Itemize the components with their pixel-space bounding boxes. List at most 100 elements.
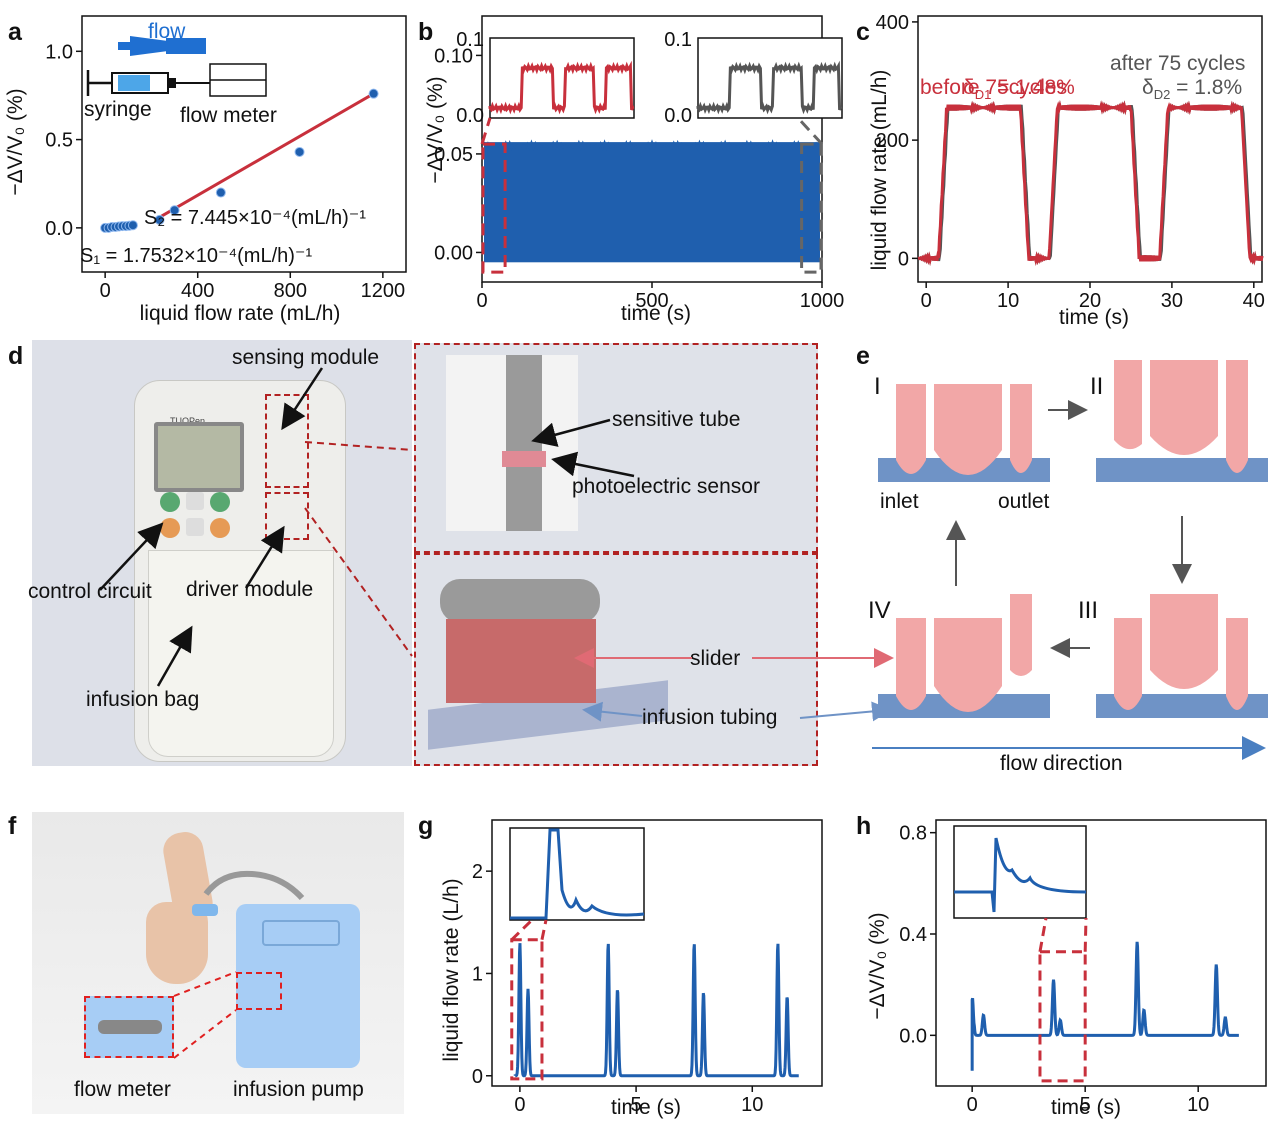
series-before — [917, 100, 1264, 266]
x-tick-label-c: 20 — [1079, 290, 1101, 312]
infusion-tubing-label: infusion tubing — [642, 706, 778, 729]
panel-label-e: e — [856, 342, 870, 370]
pump-shape — [236, 904, 360, 1068]
x-tick-label-g: 0 — [514, 1094, 525, 1116]
x-axis-label-h: time (s) — [1051, 1096, 1121, 1119]
x-tick-label-a: 1200 — [361, 280, 406, 302]
x-tick-label-c: 30 — [1161, 290, 1183, 312]
control-circuit-label: control circuit — [28, 580, 152, 603]
setup-photo — [32, 812, 404, 1114]
panel-f-lines — [173, 870, 305, 1059]
zoom-link-h1 — [1038, 917, 1048, 952]
y-tick-label-a: 0.5 — [45, 130, 73, 152]
y-tick-label-g: 2 — [472, 861, 483, 883]
inset-h-frame — [953, 825, 1087, 919]
panel-label-g: g — [418, 812, 434, 840]
y-tick-label-b: 0.05 — [434, 144, 473, 166]
series-after — [917, 100, 1264, 266]
signal-top-edge — [483, 139, 821, 151]
y-tick-label-a: 0.0 — [45, 218, 73, 240]
x-tick-label-b: 1000 — [800, 290, 845, 312]
inset-before-trace — [488, 60, 635, 115]
stage-3-label: III — [1078, 597, 1098, 624]
sensing-module-label: sensing module — [232, 346, 380, 369]
flow-direction-label: flow direction — [1000, 752, 1123, 775]
y-tick-label-g: 1 — [472, 963, 483, 985]
delta-d1: δD1 = 1.48% — [963, 76, 1075, 102]
x-tick-label-b: 0 — [476, 290, 487, 312]
plot-frame-a — [81, 15, 407, 273]
driver-zoom-box — [414, 553, 818, 766]
panel-label-f: f — [8, 812, 17, 840]
inset-before-ytick-top: 0.1 — [456, 29, 484, 51]
sensing-module-box — [265, 394, 309, 488]
panel-d-arrows — [99, 367, 894, 722]
x-axis-label-a: liquid flow rate (mL/h) — [140, 302, 341, 325]
x-tick-label-c: 10 — [997, 290, 1019, 312]
peristaltic-diagram: I II IV III inlet outlet flow direction — [868, 360, 1268, 775]
slider-label: slider — [690, 647, 741, 670]
legend-before: before 75cycles — [920, 76, 1067, 99]
zoom-box-end — [800, 142, 823, 274]
pump-brand: TUOPen — [170, 416, 206, 426]
data-point — [127, 220, 138, 231]
data-point — [368, 88, 379, 99]
panel-label-c: c — [856, 18, 870, 46]
zoom-link-g2 — [540, 919, 548, 941]
inset-g-frame — [509, 827, 645, 921]
zoom-box-h — [1038, 950, 1087, 1083]
y-tick-label-b: 0.00 — [434, 242, 473, 264]
infusion-bag-label: infusion bag — [86, 688, 200, 711]
stage-3 — [1096, 594, 1268, 718]
x-axis-label-c: time (s) — [1059, 306, 1129, 329]
y-tick-label-g: 0 — [472, 1066, 483, 1088]
stage-2 — [1096, 360, 1268, 482]
s1-label: S₁ = 1.7532×10⁻⁴(mL/h)⁻¹ — [80, 245, 312, 267]
x-tick-label-h: 0 — [967, 1094, 978, 1116]
y-axis-label-c: liquid flow rate (mL/h) — [868, 70, 891, 271]
zoom-link-h2 — [1083, 917, 1088, 952]
y-axis-label-b: −ΔV/V₀ (%) — [424, 76, 447, 183]
delta-d2: δD2 = 1.8% — [1142, 76, 1242, 102]
y-tick-label-c: 0 — [898, 248, 909, 270]
wrist-band — [192, 904, 218, 916]
x-tick-label-a: 0 — [100, 280, 111, 302]
zoom-link-g1 — [510, 918, 534, 941]
x-tick-label-h: 10 — [1187, 1094, 1209, 1116]
y-tick-label-h: 0.0 — [899, 1025, 927, 1047]
slider-photo — [446, 619, 596, 703]
y-tick-label-c: 400 — [876, 12, 909, 34]
x-axis-label-g: time (s) — [611, 1096, 681, 1119]
driver-module-label: driver module — [186, 578, 314, 601]
inset-g-trace — [510, 828, 645, 920]
inset-after-ytick-bottom: 0.0 — [664, 105, 692, 127]
x-tick-label-b: 500 — [635, 290, 668, 312]
inset-before-frame — [489, 37, 635, 119]
y-tick-label-h: 0.4 — [899, 924, 927, 946]
panel-label-h: h — [856, 812, 872, 840]
stage-4 — [878, 594, 1050, 718]
x-tick-label-h: 5 — [1080, 1094, 1091, 1116]
stage-1 — [878, 384, 1050, 482]
data-point — [169, 205, 180, 216]
zoom-link-left — [480, 117, 492, 145]
y-tick-label-h: 0.8 — [899, 823, 927, 845]
flow-schematic: flow syringe flow meter — [84, 20, 277, 127]
flow-label: flow — [148, 20, 186, 43]
inlet-label: inlet — [880, 490, 919, 513]
data-point — [154, 214, 165, 225]
zoom-box-start — [481, 142, 507, 274]
x-tick-label-a: 800 — [274, 280, 307, 302]
y-axis-label-g: liquid flow rate (L/h) — [440, 878, 463, 1061]
y-tick-label-b: 0.10 — [434, 45, 473, 67]
legend-after: after 75 cycles — [1110, 52, 1245, 75]
pump-photo: TUOPen — [32, 340, 412, 766]
inset-before-ytick-bottom: 0.0 — [456, 105, 484, 127]
zoom-box-g — [510, 938, 544, 1081]
inset-after-ytick-top: 0.1 — [664, 29, 692, 51]
driver-module-box — [265, 492, 309, 540]
plot-frame-h — [935, 819, 1267, 1087]
